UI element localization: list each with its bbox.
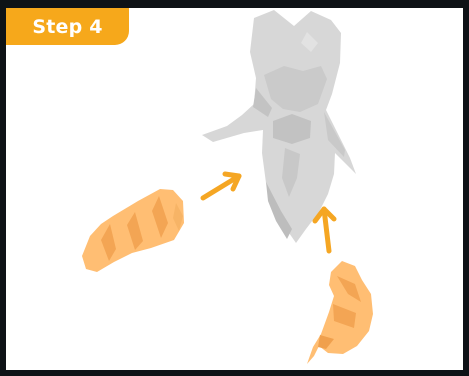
arrow-right-up-icon <box>203 174 239 198</box>
instruction-canvas: Step 4 <box>6 8 463 370</box>
left-limb-part <box>82 189 184 272</box>
assembly-illustration <box>6 8 463 370</box>
right-limb-part <box>307 261 373 364</box>
arrow-up-icon <box>315 209 334 251</box>
torso-model <box>202 10 356 243</box>
